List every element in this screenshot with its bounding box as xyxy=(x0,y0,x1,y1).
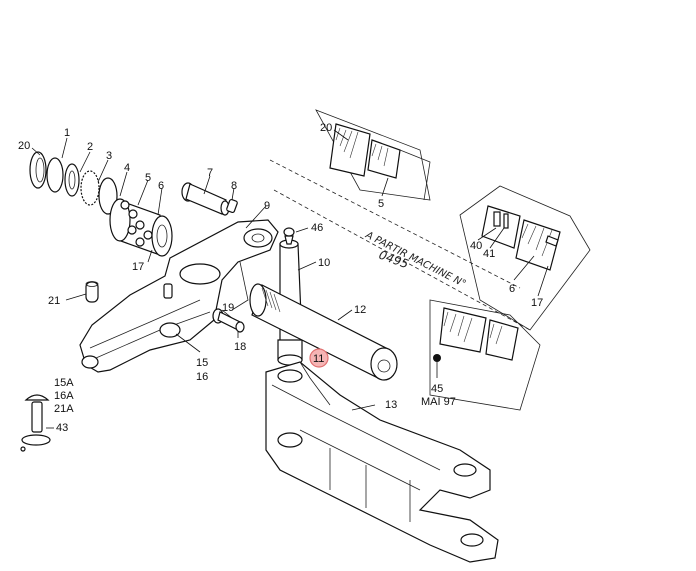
callout-21: 21 xyxy=(48,295,60,307)
callout-2: 2 xyxy=(87,141,93,153)
callout-1: 1 xyxy=(64,127,70,139)
detail-low-callout-45: 45 xyxy=(431,383,443,395)
callout-43: 43 xyxy=(56,422,68,434)
detail-low xyxy=(429,299,541,411)
detail-mid-callout-40: 40 xyxy=(470,240,482,252)
detail-dot xyxy=(433,354,441,362)
bolt-part-15 xyxy=(163,283,173,299)
pin-part-21 xyxy=(85,281,99,303)
detail-mid-callout-6: 6 xyxy=(509,283,515,295)
detail-mid xyxy=(459,185,591,331)
callout-16: 16 xyxy=(196,371,208,383)
leader-lines xyxy=(31,129,549,429)
callout-7: 7 xyxy=(207,167,213,179)
callout-8: 8 xyxy=(231,180,237,192)
callout-19: 19 xyxy=(222,302,234,314)
callout-11: 11 xyxy=(313,353,324,365)
callout-12: 12 xyxy=(354,304,366,316)
callout-15a: 15A xyxy=(54,377,74,389)
note-band: A PARTIR MACHINE N° 0495 xyxy=(269,159,531,331)
detail-mid-callout-17: 17 xyxy=(531,297,543,309)
roller-elements xyxy=(120,200,153,247)
callout-46: 46 xyxy=(311,222,323,234)
callout-13: 13 xyxy=(385,399,397,411)
callout-4: 4 xyxy=(124,162,130,174)
callout-20: 20 xyxy=(18,140,30,152)
detail-low-date: MAI 97 xyxy=(421,396,456,408)
callout-21a: 21A xyxy=(54,403,74,415)
tube-part-12 xyxy=(249,283,398,381)
detail-top xyxy=(315,109,431,201)
main-arm-part-9 xyxy=(79,219,279,373)
detail-top-callout-20: 20 xyxy=(320,122,332,134)
callout-5: 5 xyxy=(145,172,151,184)
detail-top-callout-5: 5 xyxy=(378,198,384,210)
callout-3: 3 xyxy=(106,150,112,162)
bearing-stack xyxy=(29,151,173,257)
bolt-part-15a xyxy=(20,394,51,452)
frame-part-13 xyxy=(265,361,499,563)
callout-15: 15 xyxy=(196,357,208,369)
callout-17: 17 xyxy=(132,261,144,273)
callout-9: 9 xyxy=(264,200,270,212)
callout-6: 6 xyxy=(158,180,164,192)
bolt-part-7 xyxy=(181,182,238,216)
detail-mid-callout-41: 41 xyxy=(483,248,495,260)
callout-labels: 20 1 2 3 4 5 6 7 8 9 46 10 17 21 19 12 1… xyxy=(18,122,543,434)
bolt-part-18 xyxy=(212,308,245,333)
highlight-marker[interactable] xyxy=(309,348,329,368)
callout-16a: 16A xyxy=(54,390,74,402)
callout-10: 10 xyxy=(318,257,330,269)
callout-18: 18 xyxy=(234,341,246,353)
